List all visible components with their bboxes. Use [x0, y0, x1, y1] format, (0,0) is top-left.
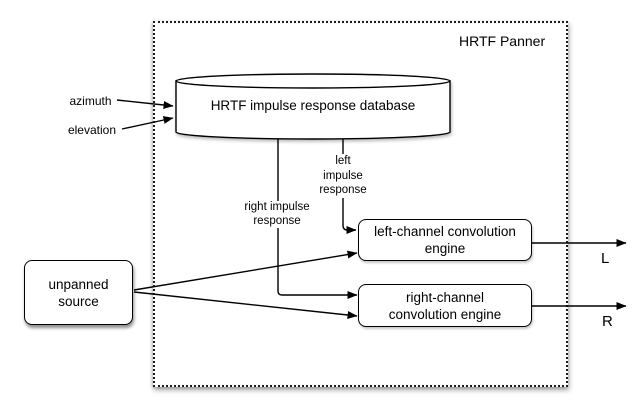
database-cylinder-body	[175, 80, 451, 140]
unpanned-source-node: unpanned source	[24, 260, 133, 325]
panner-title: HRTF Panner	[459, 33, 546, 49]
azimuth-label: azimuth	[69, 94, 112, 108]
left-impulse-wire	[342, 139, 357, 234]
database-cylinder-top	[175, 73, 451, 89]
left-impulse-response-label: left impulse response	[307, 154, 379, 198]
database-cylinder	[175, 73, 451, 140]
right-impulse-wire	[277, 139, 358, 299]
left-channel-engine-node: left-channel convolution engine	[358, 219, 532, 261]
source-to-left-engine-arrow	[133, 250, 358, 291]
azimuth-arrow	[116, 99, 174, 109]
source-to-right-engine-arrow	[133, 291, 358, 319]
output-left-label: L	[601, 250, 610, 267]
elevation-arrow	[121, 116, 174, 130]
database-label: HRTF impulse response database	[210, 98, 416, 113]
right-channel-engine-node: right-channel convolution engine	[358, 284, 532, 327]
right-impulse-response-label: right impulse response	[235, 201, 319, 228]
output-right-label: R	[602, 313, 613, 330]
elevation-label: elevation	[67, 123, 117, 137]
